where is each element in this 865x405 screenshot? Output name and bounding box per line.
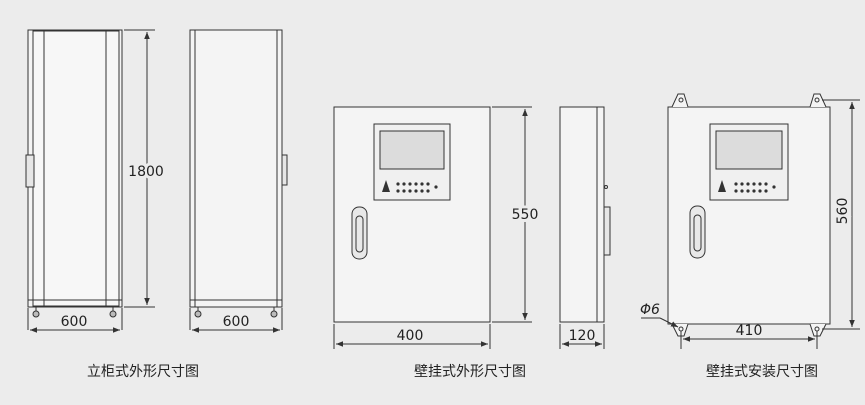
fire-logo-icon: [718, 180, 726, 192]
floor-side-width-label: 600: [223, 314, 250, 330]
display-screen: [379, 130, 445, 170]
wall-cabinet-side-view: [559, 106, 611, 323]
caster-wheel: [32, 310, 40, 318]
floor-height-dimension: [124, 29, 155, 308]
caster-wheel: [194, 310, 202, 318]
wall-width-dimension: [333, 324, 491, 349]
floor-front-width-label: 600: [61, 314, 88, 330]
floor-cabinet-caption: 立柜式外形尺寸图: [87, 364, 199, 380]
mounting-tab: [671, 93, 689, 108]
floor-height-label: 1800: [128, 164, 164, 180]
side-handle: [603, 206, 611, 256]
wall-install-view: [667, 93, 831, 337]
door-handle: [25, 154, 35, 188]
mounting-tab: [809, 323, 827, 337]
install-width-dimension: [680, 331, 818, 349]
fire-logo-icon: [382, 180, 390, 192]
install-height-dimension: [822, 99, 860, 330]
floor-cabinet-side-view: [189, 29, 288, 318]
display-screen: [715, 130, 783, 170]
floor-side-width-dimension: [189, 308, 283, 333]
wall-install-caption: 壁挂式安装尺寸图: [706, 364, 818, 380]
hole-diameter-label: Φ6: [640, 302, 660, 318]
wall-cabinet-caption: 壁挂式外形尺寸图: [414, 364, 526, 380]
door-lock-handle: [689, 205, 706, 259]
install-height-label: 560: [835, 198, 851, 225]
wall-height-label: 550: [512, 207, 539, 223]
caster-wheel: [270, 310, 278, 318]
mounting-tab: [671, 323, 689, 337]
wall-width-label: 400: [397, 328, 424, 344]
indicator-lights: [382, 180, 438, 193]
wall-depth-label: 120: [569, 328, 596, 344]
door-lock-handle: [351, 206, 368, 260]
floor-cabinet-front-view: [25, 29, 123, 318]
hole-diameter-leader: [641, 317, 679, 328]
wall-height-dimension: [492, 106, 532, 323]
wall-depth-dimension: [559, 324, 605, 349]
floor-front-width-dimension: [27, 308, 123, 333]
caster-wheel: [109, 310, 117, 318]
side-handle: [281, 154, 288, 186]
install-width-label: 410: [736, 323, 763, 339]
indicator-lights: [718, 180, 776, 193]
wall-cabinet-front-view: [333, 106, 491, 323]
